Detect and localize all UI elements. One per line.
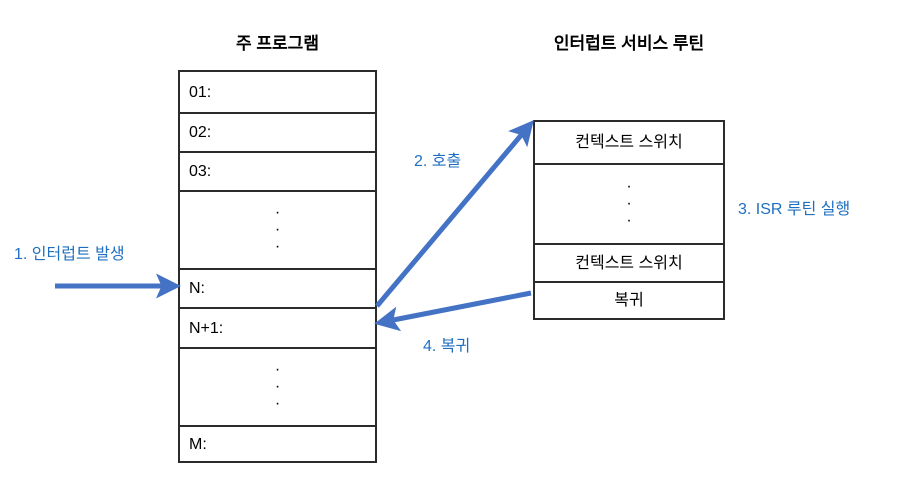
main-program-row-ellipsis-upper: ··· bbox=[180, 190, 375, 268]
return-arrow bbox=[374, 290, 532, 332]
row-label: N: bbox=[189, 280, 205, 297]
row-label: 복귀 bbox=[614, 292, 644, 309]
vertical-ellipsis: ··· bbox=[274, 361, 281, 412]
annotation-return: 4. 복귀 bbox=[423, 338, 471, 355]
isr-box: 컨텍스트 스위치 ··· 컨텍스트 스위치 복귀 bbox=[533, 120, 725, 320]
main-program-title: 주 프로그램 bbox=[236, 34, 319, 53]
main-program-box: 01: 02: 03: ··· N: N+1: ··· M: bbox=[178, 70, 377, 463]
annotation-interrupt-occurs: 1. 인터럽트 발생 bbox=[14, 246, 125, 263]
annotation-call: 2. 호출 bbox=[414, 153, 462, 170]
main-program-row-ellipsis-lower: ··· bbox=[180, 347, 375, 425]
row-label: 02: bbox=[189, 124, 212, 141]
main-program-row-03: 03: bbox=[180, 151, 375, 190]
row-label: 컨텍스트 스위치 bbox=[575, 134, 683, 151]
main-program-row-n-plus-1: N+1: bbox=[180, 307, 375, 347]
row-label: 컨텍스트 스위치 bbox=[575, 254, 683, 272]
main-program-row-n: N: bbox=[180, 268, 375, 307]
isr-row-context-switch-in: 컨텍스트 스위치 bbox=[535, 122, 723, 163]
isr-row-context-switch-out: 컨텍스트 스위치 bbox=[535, 243, 723, 281]
main-program-row-m: M: bbox=[180, 425, 375, 461]
main-program-row-02: 02: bbox=[180, 112, 375, 151]
vertical-ellipsis: ··· bbox=[626, 178, 632, 229]
isr-title: 인터럽트 서비스 루틴 bbox=[553, 34, 705, 53]
row-label: 01: bbox=[189, 83, 212, 101]
row-label: 03: bbox=[189, 163, 212, 180]
annotation-isr-execute: 3. ISR 루틴 실행 bbox=[738, 201, 851, 218]
isr-row-ellipsis: ··· bbox=[535, 163, 723, 243]
vertical-ellipsis: ··· bbox=[274, 204, 281, 255]
row-label: N+1: bbox=[189, 319, 224, 337]
main-program-row-01: 01: bbox=[180, 72, 375, 112]
isr-row-return: 복귀 bbox=[535, 281, 723, 318]
row-label: M: bbox=[189, 435, 207, 453]
